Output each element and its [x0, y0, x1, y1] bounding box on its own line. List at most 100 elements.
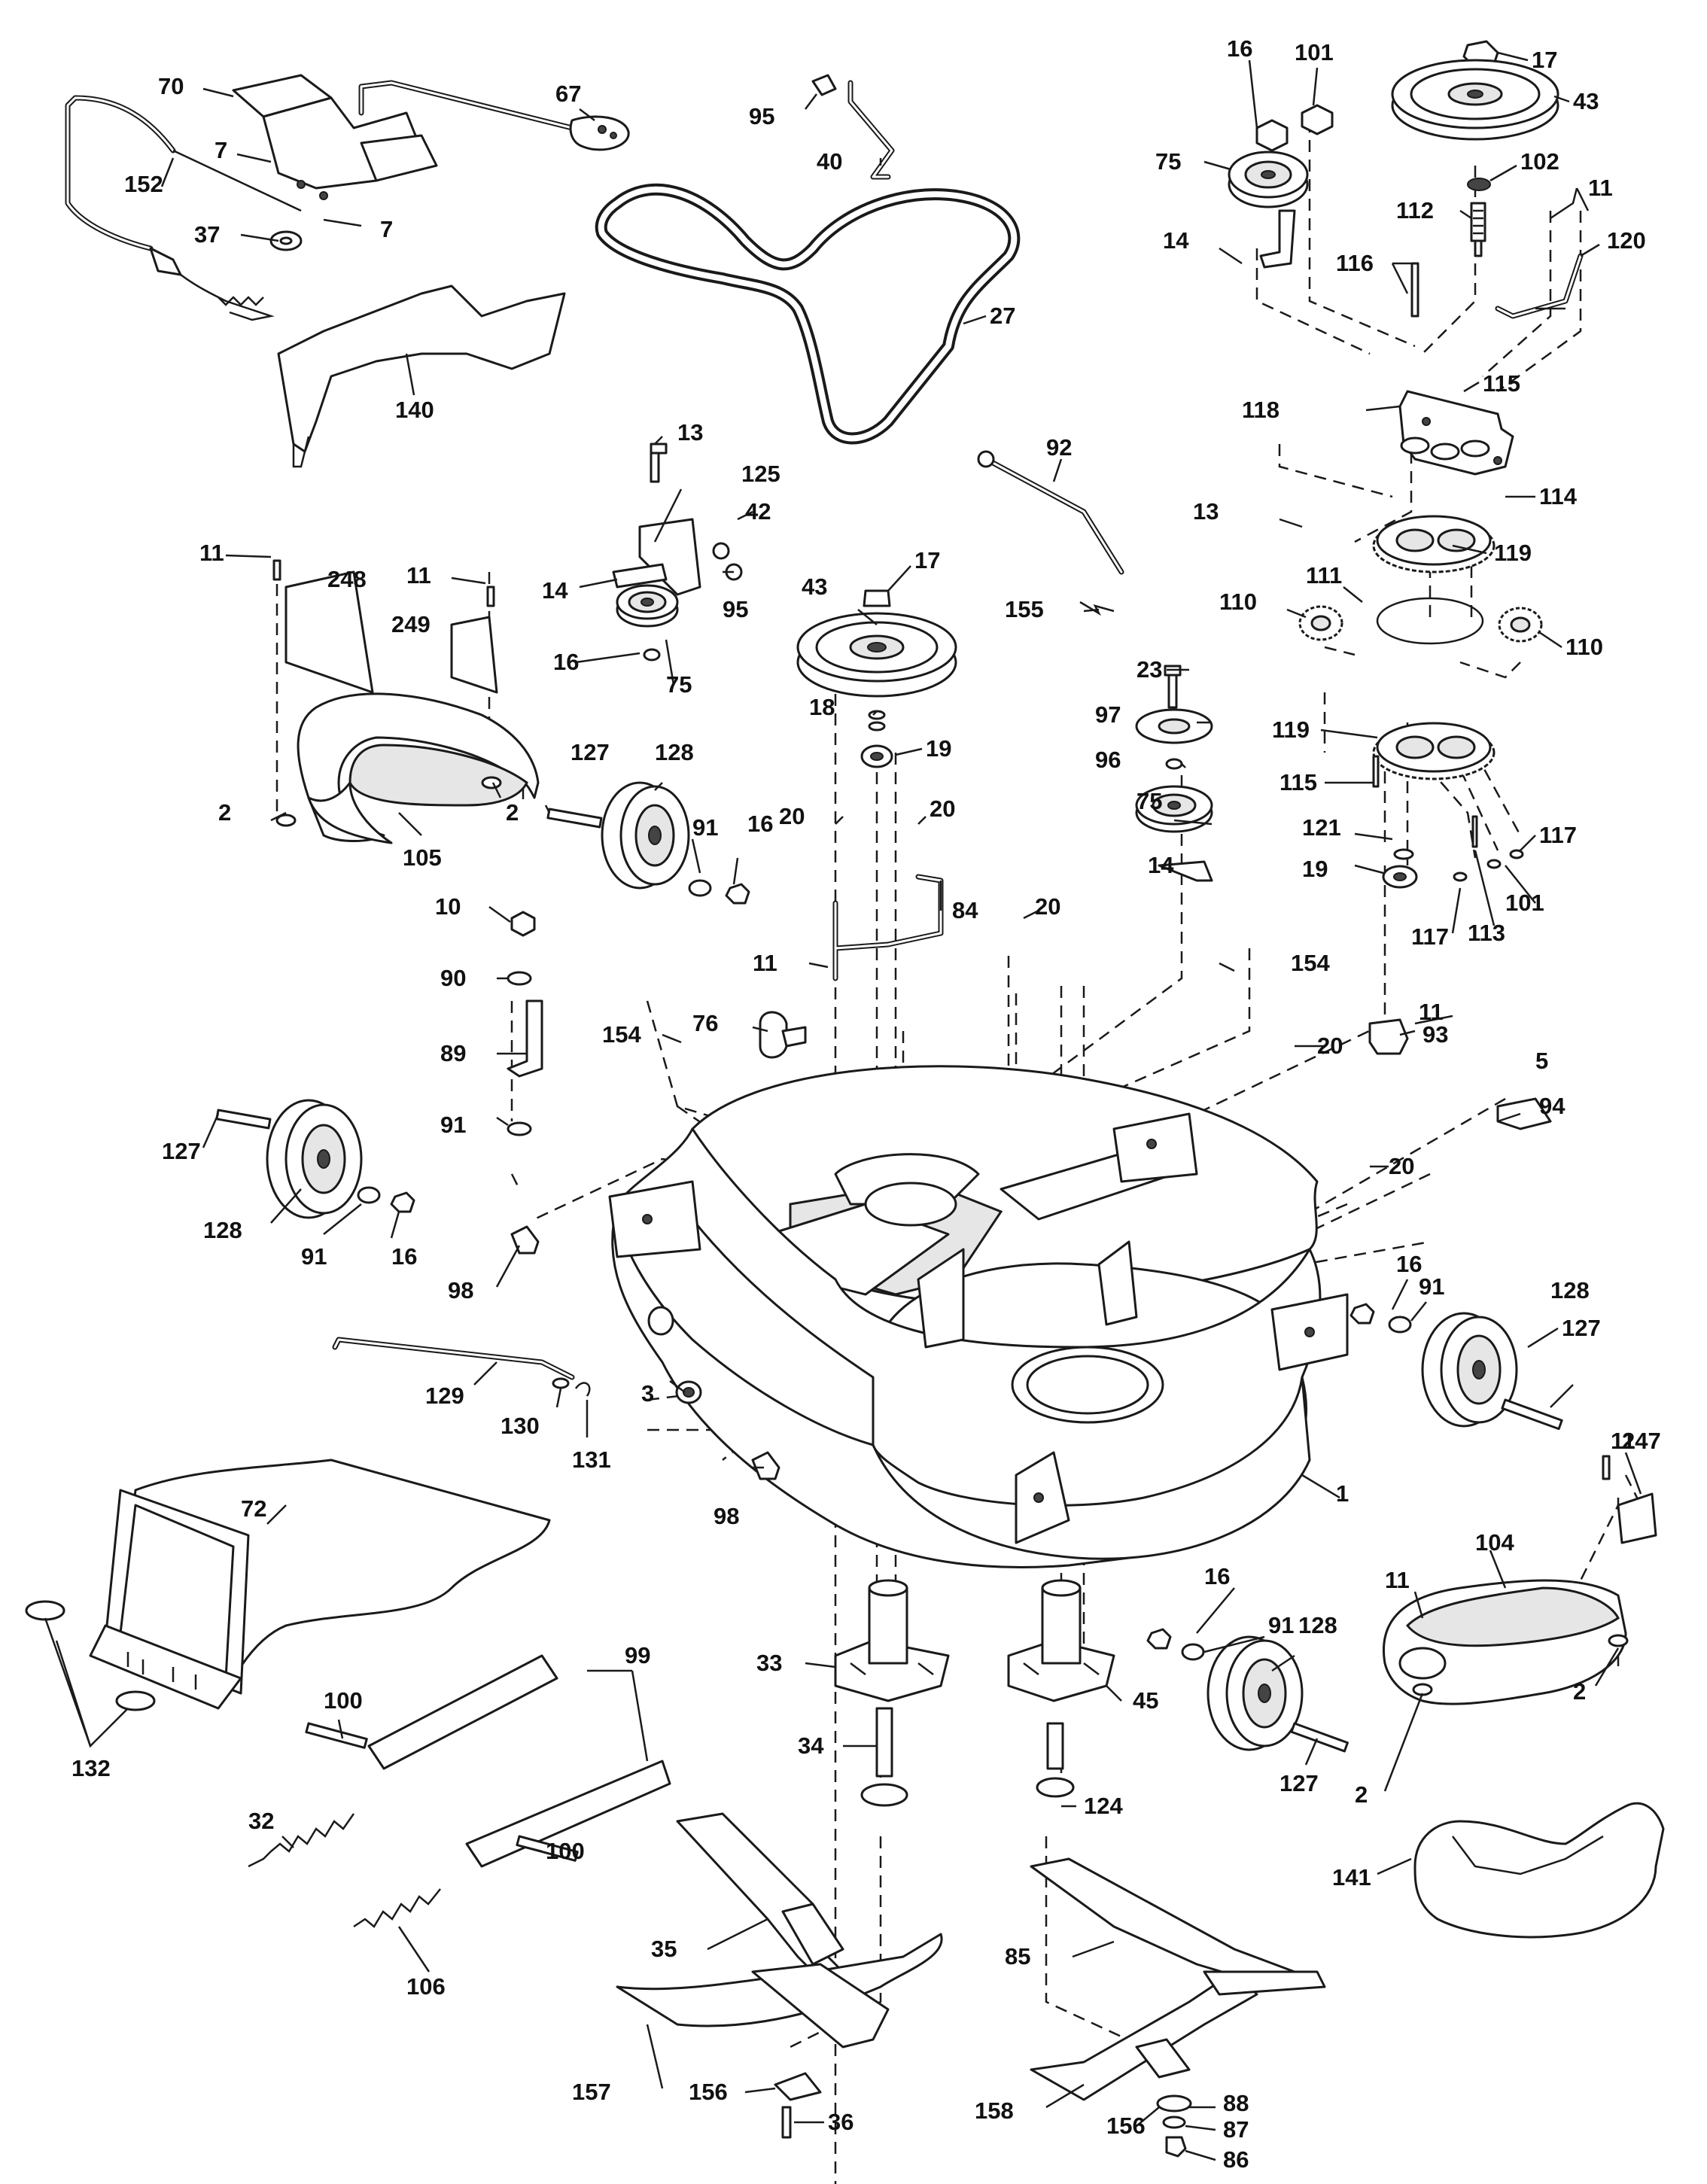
label-96: 96: [1095, 747, 1121, 773]
small-hardware-center: [510, 1225, 780, 1480]
label-104: 104: [1475, 1529, 1514, 1556]
rod-92: [977, 450, 1124, 616]
label-23: 23: [1136, 656, 1162, 683]
label-91-a: 91: [692, 814, 718, 841]
label-14-a: 14: [542, 577, 568, 604]
label-37: 37: [194, 221, 220, 248]
label-43-b: 43: [802, 573, 827, 600]
label-27: 27: [990, 303, 1015, 329]
label-2-a: 2: [218, 799, 231, 826]
label-16-d: 16: [391, 1243, 417, 1270]
label-32: 32: [248, 1808, 274, 1834]
gauge-wheel-lower-left: [215, 1099, 415, 1219]
label-75-c: 75: [1136, 788, 1162, 814]
label-140: 140: [395, 397, 434, 423]
label-2-c: 2: [1573, 1678, 1586, 1705]
label-87: 87: [1223, 2116, 1249, 2143]
label-113: 113: [1468, 920, 1505, 946]
label-75-b: 75: [666, 671, 692, 698]
label-100-a: 100: [324, 1687, 363, 1714]
label-128-c: 128: [1550, 1277, 1590, 1303]
label-33: 33: [756, 1650, 782, 1676]
label-36: 36: [828, 2109, 854, 2135]
label-19-a: 19: [926, 735, 951, 762]
label-7-b: 7: [380, 216, 393, 242]
label-101-a: 101: [1295, 39, 1334, 65]
label-76: 76: [692, 1010, 718, 1036]
label-127-a: 127: [571, 739, 610, 765]
label-95-b: 95: [723, 596, 748, 622]
label-116: 116: [1336, 250, 1374, 276]
label-2-b: 2: [506, 799, 519, 826]
label-84: 84: [952, 897, 978, 923]
label-157: 157: [572, 2079, 611, 2105]
label-124: 124: [1084, 1793, 1123, 1819]
label-40: 40: [817, 148, 842, 175]
label-119-a: 119: [1494, 540, 1532, 566]
label-1: 1: [1336, 1480, 1349, 1507]
label-97: 97: [1095, 701, 1121, 728]
label-91-b: 91: [440, 1112, 466, 1138]
belt-cover-105: [275, 692, 540, 844]
label-11-f: 11: [1611, 1428, 1635, 1454]
label-128-d: 128: [1298, 1612, 1337, 1638]
gears-119-110: [1298, 515, 1543, 889]
label-127-d: 127: [1279, 1770, 1319, 1796]
label-18: 18: [809, 694, 835, 720]
pulley-75-left: [616, 584, 679, 662]
engagement-assembly: [65, 74, 630, 321]
part-labels: 1 2 2 2 2 3 5 7 7 10 11 11 11 11 11 11 1…: [72, 35, 1661, 2173]
label-88: 88: [1223, 2090, 1249, 2116]
label-247: 247: [1622, 1428, 1661, 1454]
label-91-c: 91: [301, 1243, 327, 1270]
label-94: 94: [1539, 1093, 1566, 1119]
springs: [248, 1813, 441, 1928]
cam-76: [759, 1011, 807, 1059]
leader-lines: [44, 51, 1642, 2161]
label-117-a: 117: [1539, 822, 1577, 848]
label-156-b: 156: [1106, 2113, 1146, 2139]
link-arms-99: [305, 1654, 671, 1868]
rod-84: [832, 874, 944, 981]
label-89: 89: [440, 1040, 466, 1066]
label-115-a: 115: [1483, 370, 1520, 397]
label-17-b: 17: [914, 547, 940, 573]
label-16-a: 16: [1227, 35, 1252, 62]
gauge-wheel-upper-left: [546, 781, 750, 905]
label-249: 249: [391, 611, 431, 637]
label-155: 155: [1005, 596, 1044, 622]
drive-belt-27: [595, 183, 1021, 445]
label-121: 121: [1302, 814, 1341, 841]
label-3: 3: [641, 1380, 654, 1407]
shield-141: [1413, 1802, 1665, 1939]
label-20-d: 20: [1317, 1033, 1343, 1059]
label-7-a: 7: [215, 137, 227, 163]
label-70: 70: [158, 73, 184, 99]
label-152: 152: [124, 171, 163, 197]
label-95-a: 95: [749, 103, 774, 129]
label-19-b: 19: [1302, 856, 1328, 882]
label-111: 111: [1306, 562, 1342, 589]
label-131: 131: [572, 1446, 611, 1473]
label-127-b: 127: [162, 1138, 201, 1164]
label-67: 67: [555, 81, 581, 107]
label-120: 120: [1607, 227, 1646, 254]
label-106: 106: [406, 1973, 446, 2000]
label-115-b: 115: [1279, 769, 1317, 795]
label-20-c: 20: [1035, 893, 1060, 920]
gauge-wheel-right: [1349, 1303, 1563, 1431]
label-154-b: 154: [602, 1021, 641, 1048]
label-75-a: 75: [1155, 148, 1181, 175]
label-16-c: 16: [747, 811, 773, 837]
label-45: 45: [1133, 1687, 1158, 1714]
label-117-b: 117: [1411, 923, 1449, 950]
label-91-d: 91: [1419, 1273, 1444, 1300]
label-11-d: 11: [1588, 175, 1613, 201]
label-90: 90: [440, 965, 466, 991]
label-93: 93: [1422, 1021, 1448, 1048]
rod-129: [332, 1337, 591, 1397]
label-248: 248: [327, 566, 367, 592]
label-158: 158: [975, 2097, 1014, 2124]
label-112: 112: [1396, 197, 1434, 224]
